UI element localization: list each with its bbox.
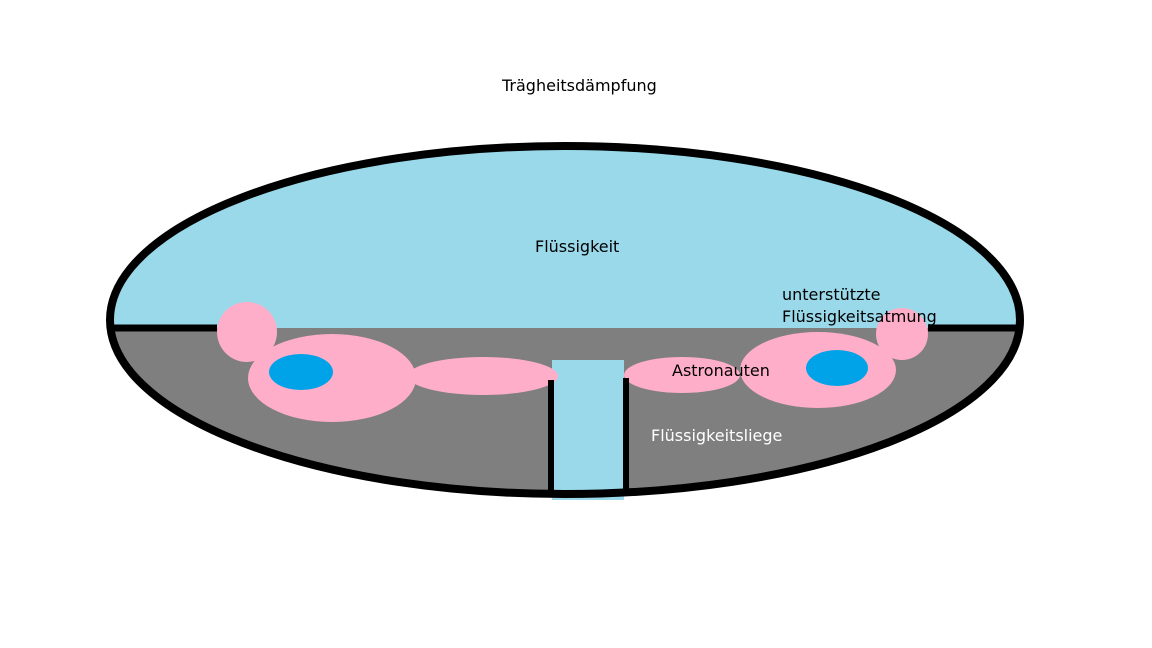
astronaut-left-head: [217, 302, 277, 362]
fluid-label: Flüssigkeit: [535, 237, 620, 256]
central-fluid-channel: [552, 360, 624, 500]
astronaut-left: [217, 302, 558, 422]
astronaut-right: [624, 308, 928, 408]
astronaut-right-head: [876, 308, 928, 360]
assisted-breathing-label: unterstützte Flüssigkeitsatmung: [782, 285, 937, 326]
astronaut-left-visor: [269, 354, 333, 390]
fluid-couch-label: Flüssigkeitsliege: [651, 426, 783, 445]
capsule-outline: [106, 142, 1024, 498]
astronaut-right-legs: [624, 357, 740, 393]
astronaut-left-legs: [408, 357, 558, 395]
astronaut-right-visor: [806, 350, 868, 386]
astronauts-label: Astronauten: [672, 361, 770, 380]
diagram-title: Trägheitsdämpfung: [502, 76, 657, 95]
